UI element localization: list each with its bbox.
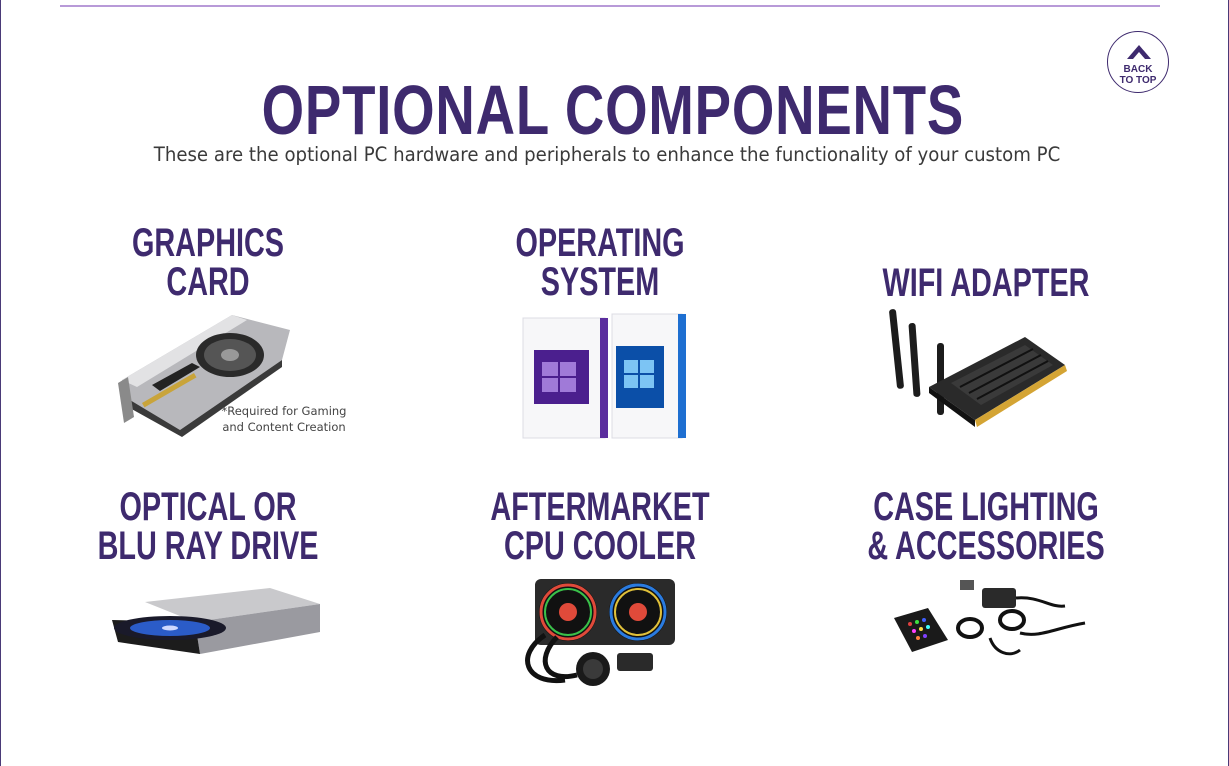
windows-10-boxes-image (522, 313, 686, 439)
optical-drive-title: OPTICAL OR BLU RAY DRIVE (97, 485, 319, 568)
back-to-top-label: BACK TO TOP (1119, 64, 1157, 86)
chevron-up-icon (1127, 45, 1151, 59)
page-title: OPTIONAL COMPONENTS (261, 71, 965, 149)
optical-drive-image (112, 588, 320, 654)
cpu-cooler-title: AFTERMARKET CPU COOLER (490, 485, 710, 568)
cpu-cooler-image (525, 579, 675, 686)
page-subtitle: These are the optional PC hardware and p… (153, 143, 1061, 166)
top-divider (60, 5, 1160, 7)
wifi-adapter-title: WIFI ADAPTER (882, 261, 1090, 305)
wifi-adapter-image (889, 309, 1067, 427)
graphics-card-title: GRAPHICS CARD (131, 221, 285, 304)
operating-system-title: OPERATING SYSTEM (515, 221, 685, 304)
gpu-requirement-note: *Required for Gaming and Content Creatio… (221, 404, 347, 434)
graphics-card-image (118, 315, 290, 437)
left-border (0, 0, 1, 766)
back-to-top-button[interactable]: BACK TO TOP (1107, 31, 1169, 93)
case-lighting-title: CASE LIGHTING & ACCESSORIES (867, 485, 1105, 568)
case-lighting-kit-image (894, 580, 1086, 656)
